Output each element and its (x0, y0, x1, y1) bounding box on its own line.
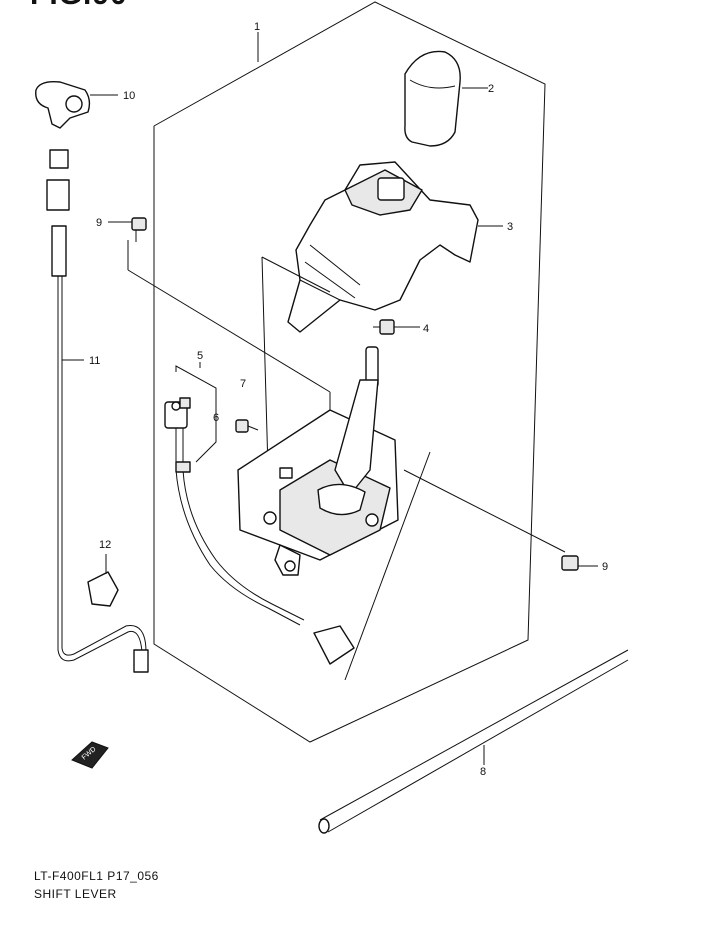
figure-name: SHIFT LEVER (34, 887, 117, 901)
callout-10: 10 (123, 90, 135, 102)
callout-5: 5 (197, 350, 203, 362)
figure-title: FIG.90 (30, 0, 128, 12)
neutral-switch-harness (164, 362, 355, 665)
figure-code: LT-F400FL1 P17_056 (34, 869, 159, 883)
callout-7: 7 (240, 378, 246, 390)
shift-lever-assembly (237, 346, 399, 576)
callout-9-lower: 9 (602, 561, 608, 573)
callout-1: 1 (254, 21, 260, 33)
bolt-9-upper (108, 217, 147, 242)
callout-9-upper: 9 (96, 217, 102, 229)
callout-2: 2 (488, 83, 494, 95)
bolt-4 (373, 319, 420, 335)
shift-rod (318, 649, 629, 834)
assembly-outline (153, 1, 546, 743)
callout-6: 6 (213, 412, 219, 424)
callout-labels: 1 2 3 4 5 6 7 8 9 9 10 11 12 (89, 21, 608, 778)
bolt-9-lower (561, 555, 598, 571)
callout-11: 11 (89, 355, 100, 367)
guide-lines (127, 240, 566, 681)
shift-cable (35, 80, 149, 673)
callout-12: 12 (99, 539, 111, 551)
cable-clamp (87, 554, 119, 607)
bolt-7 (235, 419, 259, 433)
shift-lever-cover (287, 161, 503, 333)
callout-8: 8 (480, 766, 486, 778)
callout-3: 3 (507, 221, 513, 233)
fwd-arrow-icon: FWD (71, 741, 109, 769)
shift-knob (404, 50, 488, 147)
callout-4: 4 (423, 323, 429, 335)
